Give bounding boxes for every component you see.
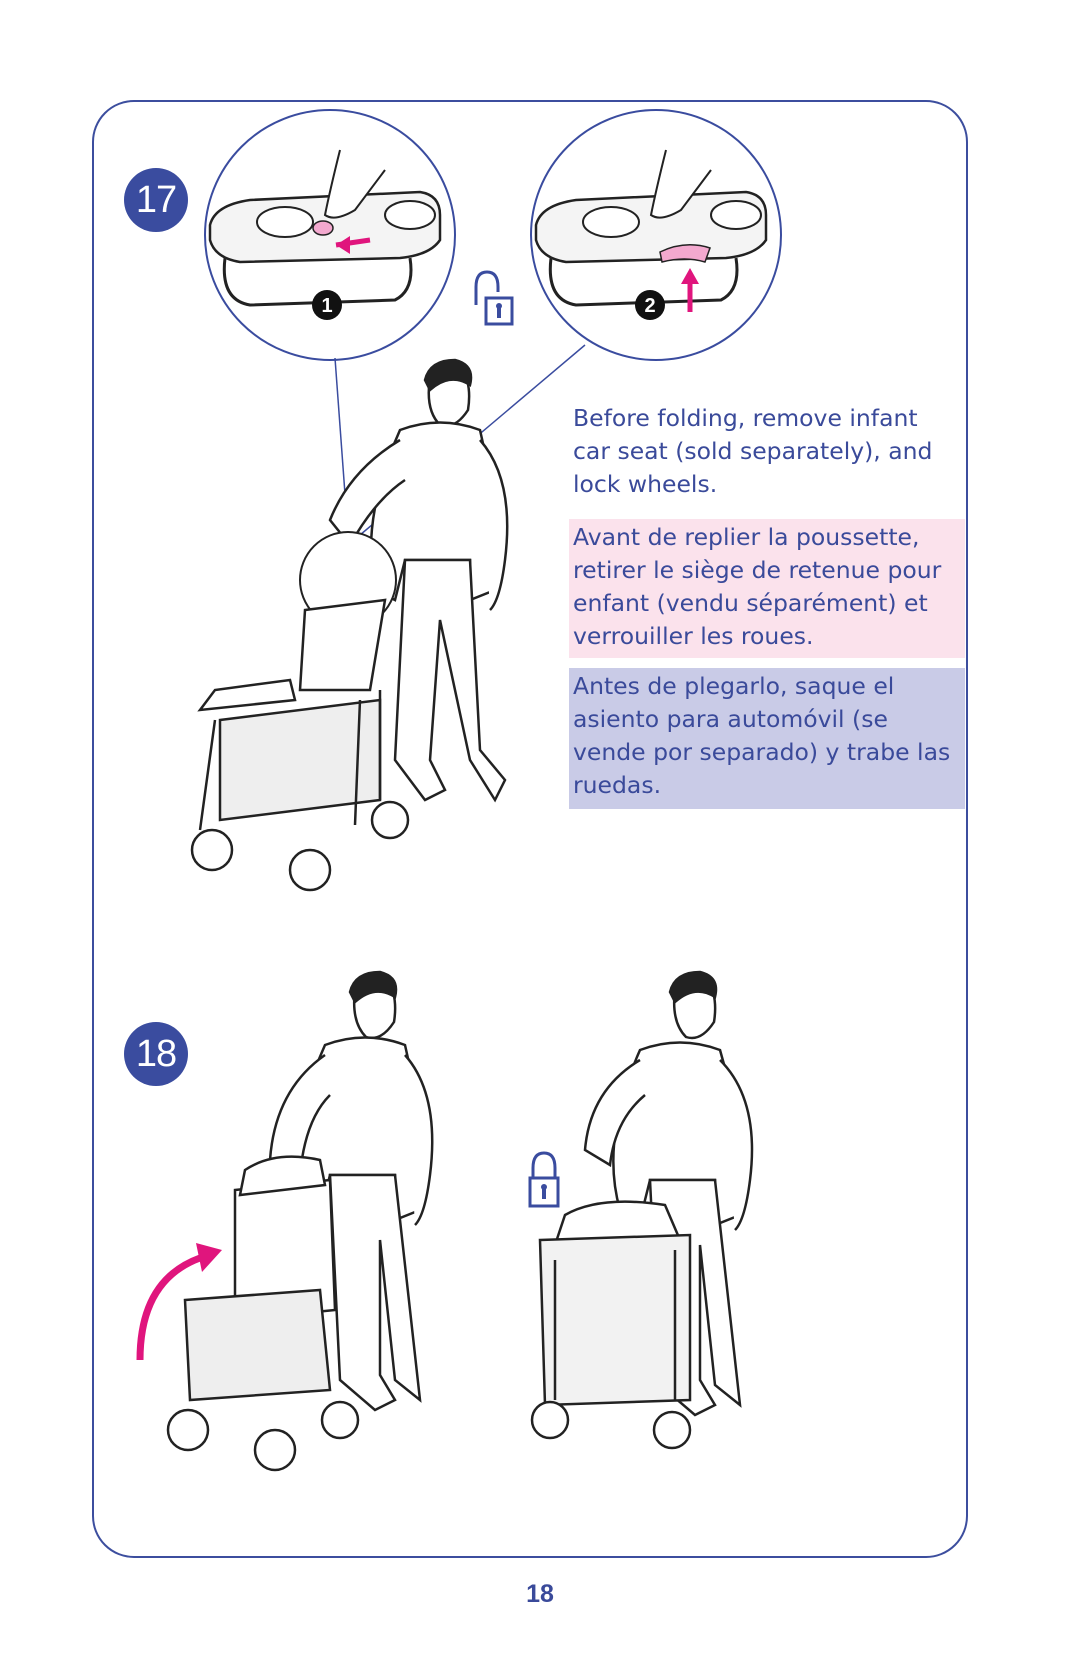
callout-2: 2 xyxy=(644,295,655,317)
step-17-person-with-stroller xyxy=(190,358,509,892)
step-18-badge: 18 xyxy=(124,1022,188,1086)
step-17-badge: 17 xyxy=(124,168,188,232)
zoom-detail-1: 1 xyxy=(204,109,456,361)
instruction-french: Avant de replier la poussette, retirer l… xyxy=(569,519,965,658)
lock-icon xyxy=(528,1151,560,1208)
page-frame xyxy=(92,100,968,1558)
curved-arrow-icon xyxy=(136,1243,222,1361)
zoom-detail-2: 2 xyxy=(530,109,782,361)
instruction-spanish: Antes de plegarlo, saque el asiento para… xyxy=(569,668,965,809)
callout-1: 1 xyxy=(321,295,332,317)
unlock-icon xyxy=(474,270,514,326)
step-18-person-folded-stroller xyxy=(530,970,754,1450)
instruction-english: Before folding, remove infant car seat (… xyxy=(573,404,933,498)
page-number: 18 xyxy=(526,1580,554,1608)
step-18-person-folding xyxy=(166,970,434,1472)
